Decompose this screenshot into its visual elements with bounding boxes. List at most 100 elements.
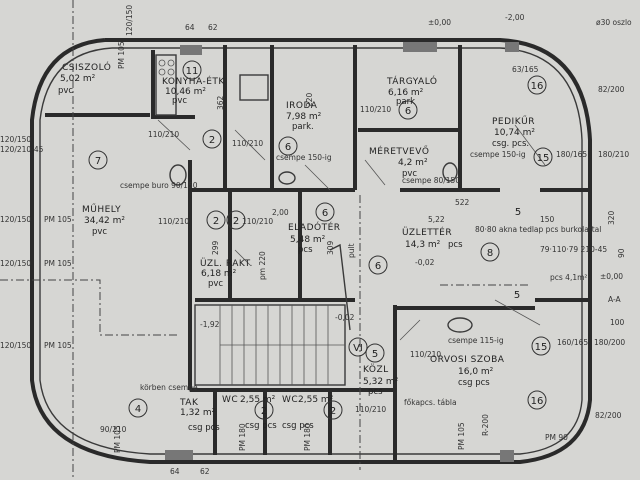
annotations-d522-label: 522 [455,198,470,207]
uzletter-name-label: ÜZLETTÉR [402,226,452,238]
wc1-area-label: 2,55 m² [240,395,276,405]
annotations-pm180-label: PM 180 [303,423,312,451]
annotations-d90-label: 90 [617,248,626,258]
interior-walls [45,45,590,460]
room-meretvevo: MÉRETVEVŐ 4,2 m² pvc [369,145,429,179]
annotations-d120-150-label: 120/150 [0,135,31,144]
orvosi-name-label: ORVOSI SZOBA [430,355,505,365]
annotations-d82-200-label: 82/200 [598,85,625,94]
annotations-oszlop-label: ø30 oszlo [596,18,632,27]
toilet-icon [442,162,458,182]
annotations-d180-165-label: 180/165 [556,150,587,159]
marker-4: 4 [135,404,141,415]
staircase [194,304,346,386]
room-orvosi: ORVOSI SZOBA 16,0 m² csg pcs [430,355,505,388]
annotations-d320-label: 320 [607,210,616,225]
annotations-d150-label: 150 [540,215,555,224]
sink-icon [278,171,296,185]
marker-5: 5 [372,349,378,360]
annotations-lvl2-00-label: 2,00 [272,208,289,217]
tak-area-label: 1,32 m² [180,408,216,418]
annotations-d110-210-label: 110/210 [242,217,273,226]
annotations-d79-label: 79·110·79 210-45 [540,245,607,254]
fixtures [155,54,473,333]
annotations-korben-csempe-label: körben csempe [140,383,198,392]
marker-VI: VI [353,343,363,354]
annotations-d120-210-45-label: 120/210-45 [0,145,44,154]
room-uzletter: 5,22 ÜZLETTÉR 14,3 m² pcs [402,215,463,250]
annotations-d120-150-label: 120/150 [125,5,134,36]
room-kozl: KÖZL 5,32 m² pcs [363,364,399,397]
marker-2: 2 [261,406,267,417]
room-wc-2: WC 2,55 m² csg pcs [282,395,334,431]
room-konyha: KONYHA-ÉTK 10,46 m² pvc [162,75,225,106]
orvosi-area-label: 16,0 m² [458,367,494,377]
annotations-pm105-label: PM 105 [44,215,72,224]
annotations-csempe-115-label: csempe 115-ig [448,336,504,345]
annotations-d160-165-label: 160/165 [557,338,588,347]
targyalo-name-label: TÁRGYALÓ [386,75,437,87]
tak-name-label: TAK [179,398,199,408]
pedikur-floor-label: csg. pcs. [492,139,529,149]
kozl-area-label: 5,32 m² [363,377,399,387]
uzlrakt-floor-label: pvc [208,279,223,289]
marker-6: 6 [375,261,381,272]
meretvevo-floor-label: pvc [402,169,417,179]
annotations-csempe-150-label: csempe 150-ig [470,150,526,159]
annotations-d220-label: 220 [305,92,314,107]
annotations-d110-210-label: 110/210 [410,350,441,359]
annotations-pcs41-label: pcs 4,1m² [550,273,587,282]
room-tak: TAK 1,32 m² csg pcs [179,398,220,433]
annotations-r200-label: R-200 [481,414,490,436]
cabinet [239,74,269,101]
annotations-d110-210-label: 110/210 [158,217,189,226]
uzlrakt-name-label: ÜZL. RAKT. [200,258,253,269]
meretvevo-area-label: 4,2 m² [398,158,428,168]
annotations-csempe-150-label: csempe 150-ig [276,153,332,162]
marker-6: 6 [285,142,291,153]
annotations-pm105-label: PM 105 [117,41,126,69]
annotations-pm220-label: pm 220 [258,251,267,280]
annotations-pm105-label: PM 105 [457,422,466,450]
room-labels: CSISZOLÓ 5,02 m² pvc KONYHA-ÉTK 10,46 m²… [58,61,535,433]
annotations-d64-label: 64 [185,23,195,32]
annotations-lvl000-label: ±0,00 [428,18,451,27]
annotations-pm105-label: PM 105 [44,341,72,350]
room-muhely: MŰHELY 34,42 m² pvc [82,204,125,237]
marker-16: 16 [531,396,544,407]
annotations-d180-210-label: 180/210 [598,150,629,159]
annotations-lvl192-label: -1,92 [200,320,220,329]
annotations-lvl200-label: -2,00 [505,13,525,22]
muhely-floor-label: pvc [92,227,107,237]
annotations-d110-210-label: 110/210 [360,105,391,114]
uzletter-dimension: 5,22 [428,215,445,224]
annotations-d299-label: 299 [211,240,220,255]
konyha-name-label: KONYHA-ÉTK [162,75,225,87]
konyha-floor-label: pvc [172,96,187,106]
annotations-d120-150-label: 120/150 [0,341,31,350]
annotations-d100-label: 100 [610,318,625,327]
kozl-name-label: KÖZL [363,364,389,375]
tak-floor-label: csg pcs [188,423,220,433]
room-wc-1: WC 2,55 m² csg pcs [222,395,277,431]
room-csiszolo: CSISZOLÓ 5,02 m² pvc [58,61,111,96]
wc2-area-label: 2,55 m² [298,395,334,405]
outer-walls [30,38,592,464]
pillars [165,42,519,462]
annotations-pm180-label: PM 180 [238,423,247,451]
marker-2: 2 [330,406,336,417]
annotations-d90-210-label: 90/210 [100,425,127,434]
targyalo-area-label: 6,16 m² [388,88,424,98]
annotations-pm105-label: PM 105 [44,259,72,268]
annotations-pm90-label: PM 90 [545,433,568,442]
marker-2: 2 [209,135,215,146]
csiszolo-name-label: CSISZOLÓ [62,61,111,73]
annotations-d110-210-label: 110/210 [148,130,179,139]
annotations-fokapcs-label: főkapcs. tábla [404,398,457,407]
iroda-area-label: 7,98 m² [286,112,322,122]
section-lines [0,0,530,480]
door-swings [157,119,546,341]
annotations-d180-200-label: 180/200 [594,338,625,347]
marker-11: 11 [186,66,199,77]
